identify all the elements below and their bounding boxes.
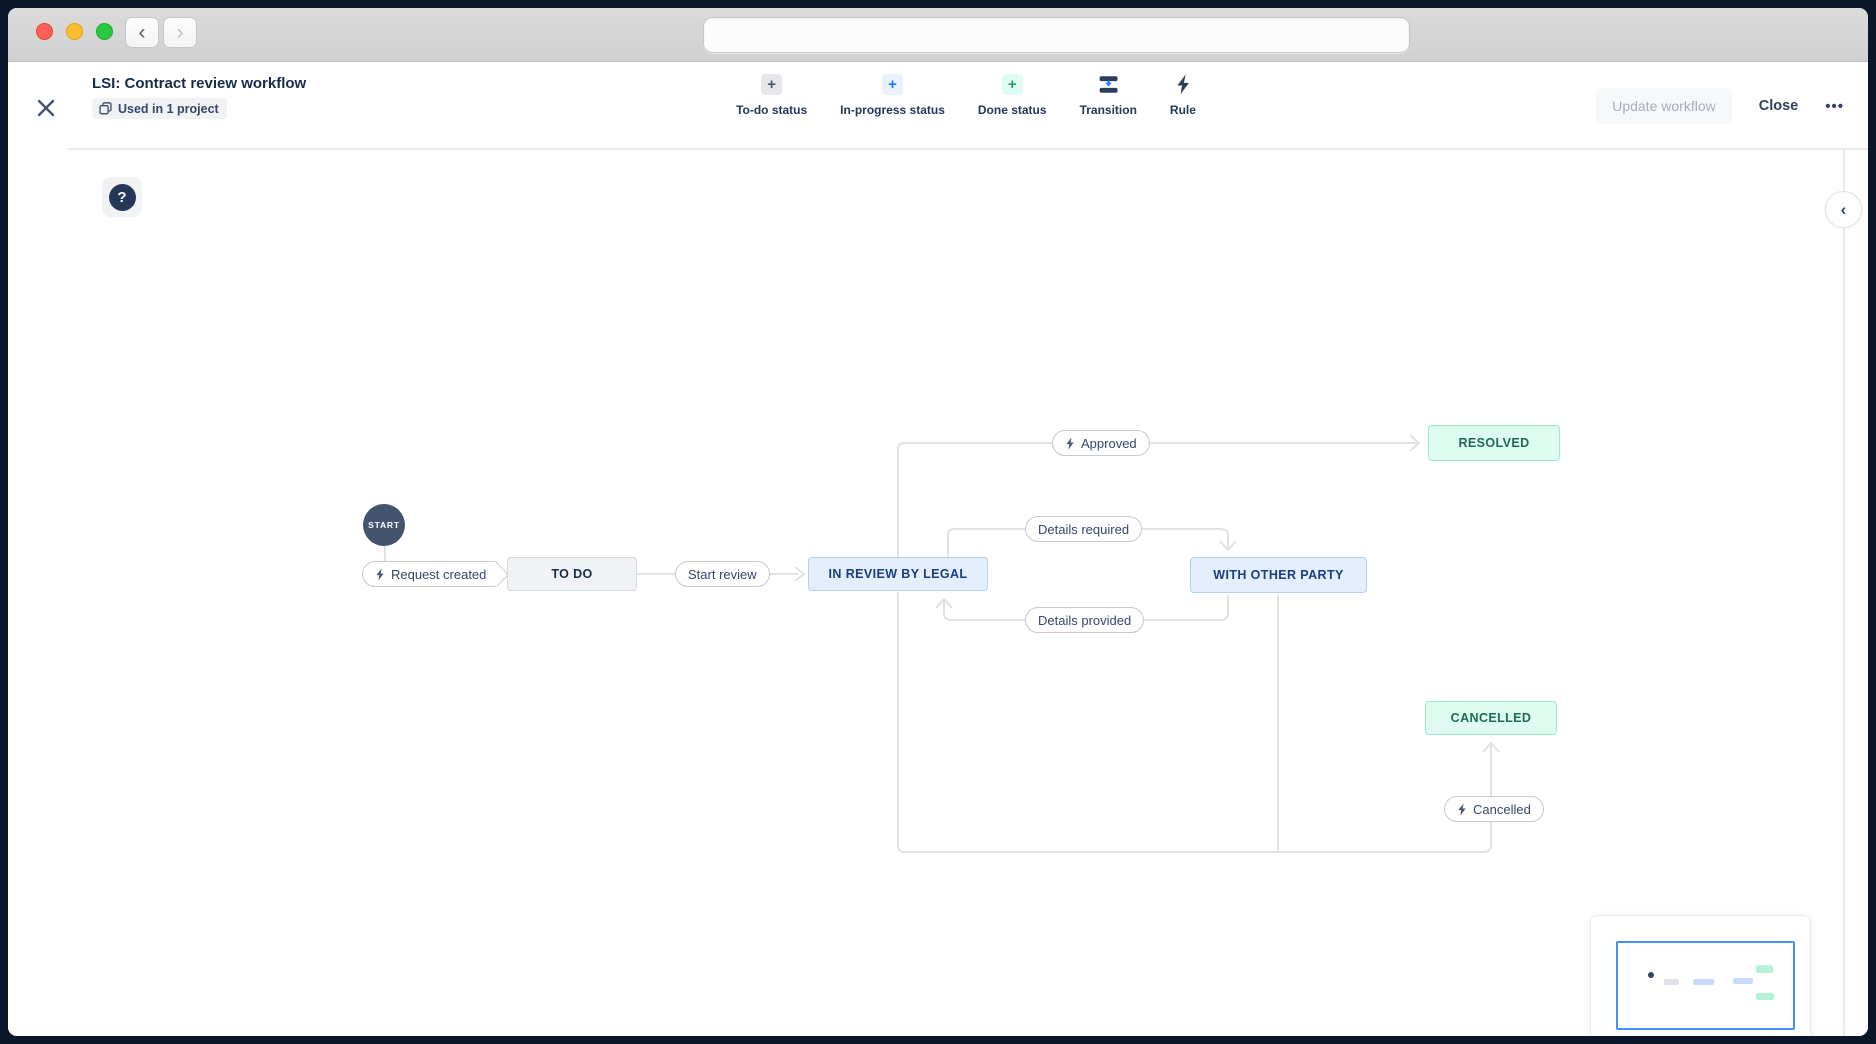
right-panel-divider — [1843, 150, 1845, 1036]
toolbar-item-label: Transition — [1079, 103, 1137, 117]
transition-label: Details provided — [1038, 612, 1132, 628]
add-done-status-button[interactable]: + Done status — [978, 74, 1047, 117]
close-button[interactable]: Close — [1758, 98, 1799, 114]
transition-approved[interactable]: Approved — [1052, 430, 1150, 456]
status-with-other-party[interactable]: WITH OTHER PARTY — [1190, 557, 1367, 593]
workflow-canvas[interactable]: ? START Request created Start review App… — [8, 150, 1868, 1036]
minimap-panel — [1590, 915, 1811, 1036]
plus-icon: + — [882, 74, 904, 95]
minimap-todo-node — [1664, 979, 1679, 985]
status-to-do[interactable]: TO DO — [507, 557, 637, 591]
workflow-title-block: LSI: Contract review workflow Used in 1 … — [92, 75, 306, 121]
header-actions: Update workflow Close ••• — [1596, 88, 1844, 124]
status-resolved[interactable]: RESOLVED — [1428, 425, 1560, 461]
browser-chrome: ‹ › — [8, 8, 1868, 62]
editor-toolbar: + To-do status + In-progress status + Do… — [736, 74, 1196, 117]
transition-cancelled[interactable]: Cancelled — [1444, 796, 1544, 822]
lightning-icon — [376, 567, 384, 580]
start-node[interactable]: START — [363, 504, 405, 546]
transition-request-created[interactable]: Request created — [362, 561, 500, 587]
close-editor-button[interactable] — [33, 95, 59, 121]
minimap-start-node — [1648, 972, 1654, 978]
transition-icon — [1099, 76, 1118, 93]
more-menu-button[interactable]: ••• — [1825, 97, 1844, 115]
status-cancelled[interactable]: CANCELLED — [1425, 701, 1557, 735]
toolbar-item-label: In-progress status — [840, 103, 945, 117]
projects-copy-icon — [99, 102, 112, 115]
forward-chevron-icon: › — [176, 21, 184, 44]
minimap-resolved-node — [1756, 965, 1773, 973]
transition-start-review[interactable]: Start review — [675, 561, 770, 587]
browser-window: ‹ › LSI: Contract review workflow Used i… — [8, 8, 1868, 1036]
traffic-light-minimize[interactable] — [66, 23, 83, 40]
lightning-icon — [1066, 436, 1074, 449]
chevron-left-icon: ‹ — [1840, 199, 1847, 219]
transition-label: Cancelled — [1473, 801, 1531, 817]
toolbar-item-label: Rule — [1169, 103, 1196, 117]
usage-badge[interactable]: Used in 1 project — [92, 98, 227, 119]
traffic-light-zoom[interactable] — [96, 23, 113, 40]
minimap-viewport[interactable] — [1616, 941, 1795, 1030]
workflow-title: LSI: Contract review workflow — [92, 75, 307, 92]
add-inprogress-status-button[interactable]: + In-progress status — [840, 74, 945, 117]
transition-details-required[interactable]: Details required — [1025, 516, 1143, 542]
transition-label: Details required — [1038, 521, 1130, 537]
browser-back-button[interactable]: ‹ — [125, 17, 159, 48]
toolbar-item-label: Done status — [977, 103, 1047, 117]
plus-icon: + — [761, 74, 783, 95]
workflow-editor-header: LSI: Contract review workflow Used in 1 … — [8, 62, 1868, 150]
update-workflow-button[interactable]: Update workflow — [1596, 88, 1732, 124]
minimap-cancelled-node — [1756, 993, 1774, 1000]
transition-label: Approved — [1081, 435, 1137, 451]
minimap-otherparty-node — [1733, 978, 1753, 984]
toolbar-item-label: To-do status — [736, 103, 808, 117]
browser-forward-button[interactable]: › — [163, 17, 197, 48]
lightning-icon — [1458, 802, 1466, 815]
add-todo-status-button[interactable]: + To-do status — [736, 74, 807, 117]
status-in-review-by-legal[interactable]: IN REVIEW BY LEGAL — [808, 557, 988, 591]
transition-label: Start review — [688, 566, 757, 582]
plus-icon: + — [1001, 74, 1023, 95]
back-chevron-icon: ‹ — [138, 21, 146, 44]
transition-details-provided[interactable]: Details provided — [1025, 607, 1145, 633]
close-icon — [37, 99, 55, 117]
usage-badge-label: Used in 1 project — [118, 101, 219, 116]
url-field[interactable] — [703, 17, 1410, 53]
add-rule-button[interactable]: Rule — [1170, 74, 1196, 117]
transition-label: Request created — [391, 566, 487, 582]
connector-lines — [384, 434, 1500, 853]
header-divider — [68, 148, 1868, 150]
help-button[interactable]: ? — [102, 177, 142, 217]
collapse-panel-button[interactable]: ‹ — [1825, 191, 1862, 228]
question-mark-icon: ? — [108, 183, 136, 211]
add-transition-button[interactable]: Transition — [1080, 74, 1137, 117]
minimap-inreview-node — [1693, 979, 1714, 985]
lightning-icon — [1177, 74, 1189, 95]
traffic-light-close[interactable] — [36, 23, 53, 40]
